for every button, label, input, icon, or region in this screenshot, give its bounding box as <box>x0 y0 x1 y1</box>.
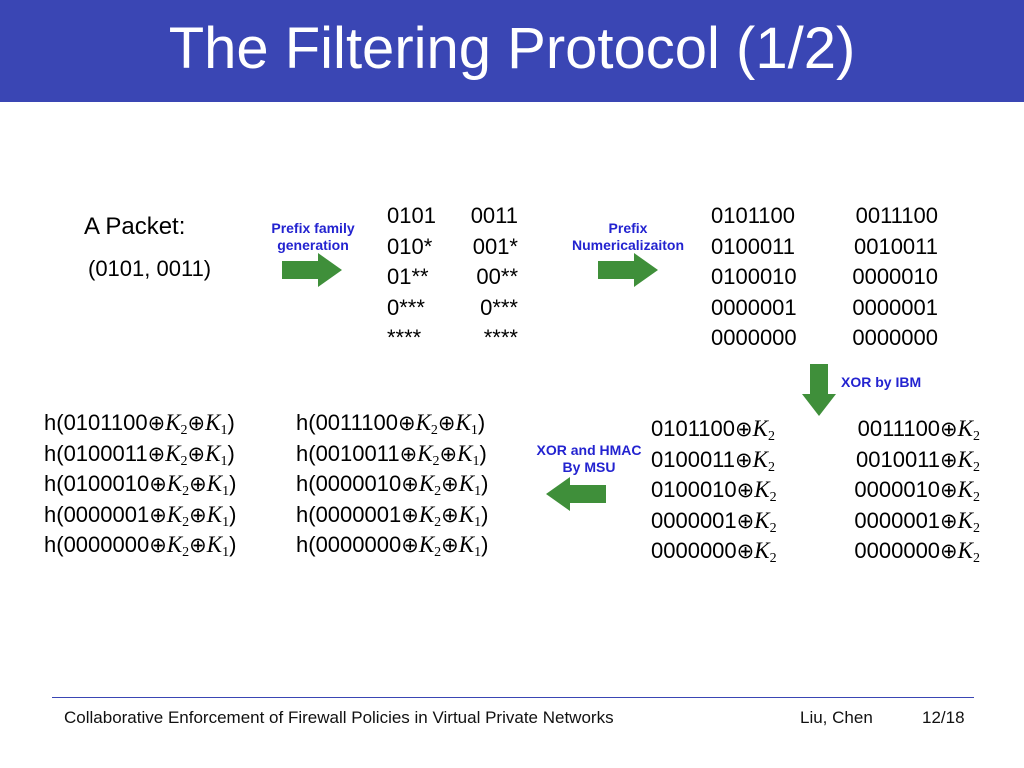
footer-authors: Liu, Chen <box>800 708 873 727</box>
xor-hmac-label: XOR and HMAC By MSU <box>536 442 642 475</box>
numericalized-col1: 0101100 0100011 0100010 0000001 0000000 <box>711 203 797 350</box>
hmac-cell: h(0100010⊕K2⊕K1) <box>44 471 237 499</box>
hmac-cell: h(0011100⊕K2⊕K1) <box>296 410 486 438</box>
prefix-family-col1: 0101 010* 01** 0*** **** <box>387 203 436 350</box>
xor-ibm-cell: 0000010⊕K2 <box>854 477 980 505</box>
hmac-cell: h(0101100⊕K2⊕K1) <box>44 410 235 438</box>
left-arrow-icon <box>546 477 606 511</box>
footer-divider <box>52 697 974 698</box>
numericalized-col2: 0011100 0010011 0000010 0000001 0000000 <box>852 203 938 350</box>
right-arrow-icon <box>598 253 658 287</box>
xor-ibm-cell: 0000000⊕K2 <box>854 538 980 566</box>
title-bar <box>0 0 1024 102</box>
prefix-numericalization-label: Prefix Numericalizaiton <box>571 220 685 253</box>
xor-ibm-cell: 0100010⊕K2 <box>651 477 777 505</box>
footer-page-number: 12/18 <box>922 708 965 727</box>
hmac-col1: h(0101100⊕K2⊕K1) h(0100011⊕K2⊕K1) h(0100… <box>44 408 236 561</box>
xor-ibm-cell: 0010011⊕K2 <box>856 446 980 475</box>
packet-label: A Packet: <box>84 213 186 240</box>
xor-ibm-cell: 0100011⊕K2 <box>651 446 775 475</box>
hmac-col2: h(0011100⊕K2⊕K1) h(0010011⊕K2⊕K1) h(0000… <box>296 408 488 561</box>
xor-ibm-cell: 0101100⊕K2 <box>651 416 775 444</box>
slide-title: The Filtering Protocol (1/2) <box>168 16 856 81</box>
xor-ibm-label: XOR by IBM <box>841 374 922 390</box>
hmac-cell: h(0100011⊕K2⊕K1) <box>44 440 235 469</box>
xor-ibm-cell: 0000001⊕K2 <box>854 507 980 536</box>
hmac-cell: h(0010011⊕K2⊕K1) <box>296 440 487 469</box>
right-arrow-icon <box>282 253 342 287</box>
xor-ibm-col2: 0011100⊕K2 0010011⊕K2 0000010⊕K2 0000001… <box>822 414 980 567</box>
hmac-cell: h(0000000⊕K2⊕K1) <box>44 532 237 560</box>
xor-ibm-cell: 0011100⊕K2 <box>857 416 980 444</box>
xor-ibm-cell: 0000001⊕K2 <box>651 507 777 536</box>
hmac-cell: h(0000001⊕K2⊕K1) <box>296 501 489 530</box>
prefix-family-label: Prefix family generation <box>271 220 355 253</box>
prefix-family-col2: 0011 001* 00** 0*** **** <box>470 203 518 350</box>
down-arrow-icon <box>802 364 836 416</box>
hmac-cell: h(0000000⊕K2⊕K1) <box>296 532 489 560</box>
hmac-cell: h(0000010⊕K2⊕K1) <box>296 471 489 499</box>
hmac-cell: h(0000001⊕K2⊕K1) <box>44 501 237 530</box>
footer-title: Collaborative Enforcement of Firewall Po… <box>64 708 614 727</box>
xor-ibm-cell: 0000000⊕K2 <box>651 538 777 566</box>
xor-ibm-col1: 0101100⊕K2 0100011⊕K2 0100010⊕K2 0000001… <box>651 414 777 567</box>
packet-value: (0101, 0011) <box>88 256 212 281</box>
